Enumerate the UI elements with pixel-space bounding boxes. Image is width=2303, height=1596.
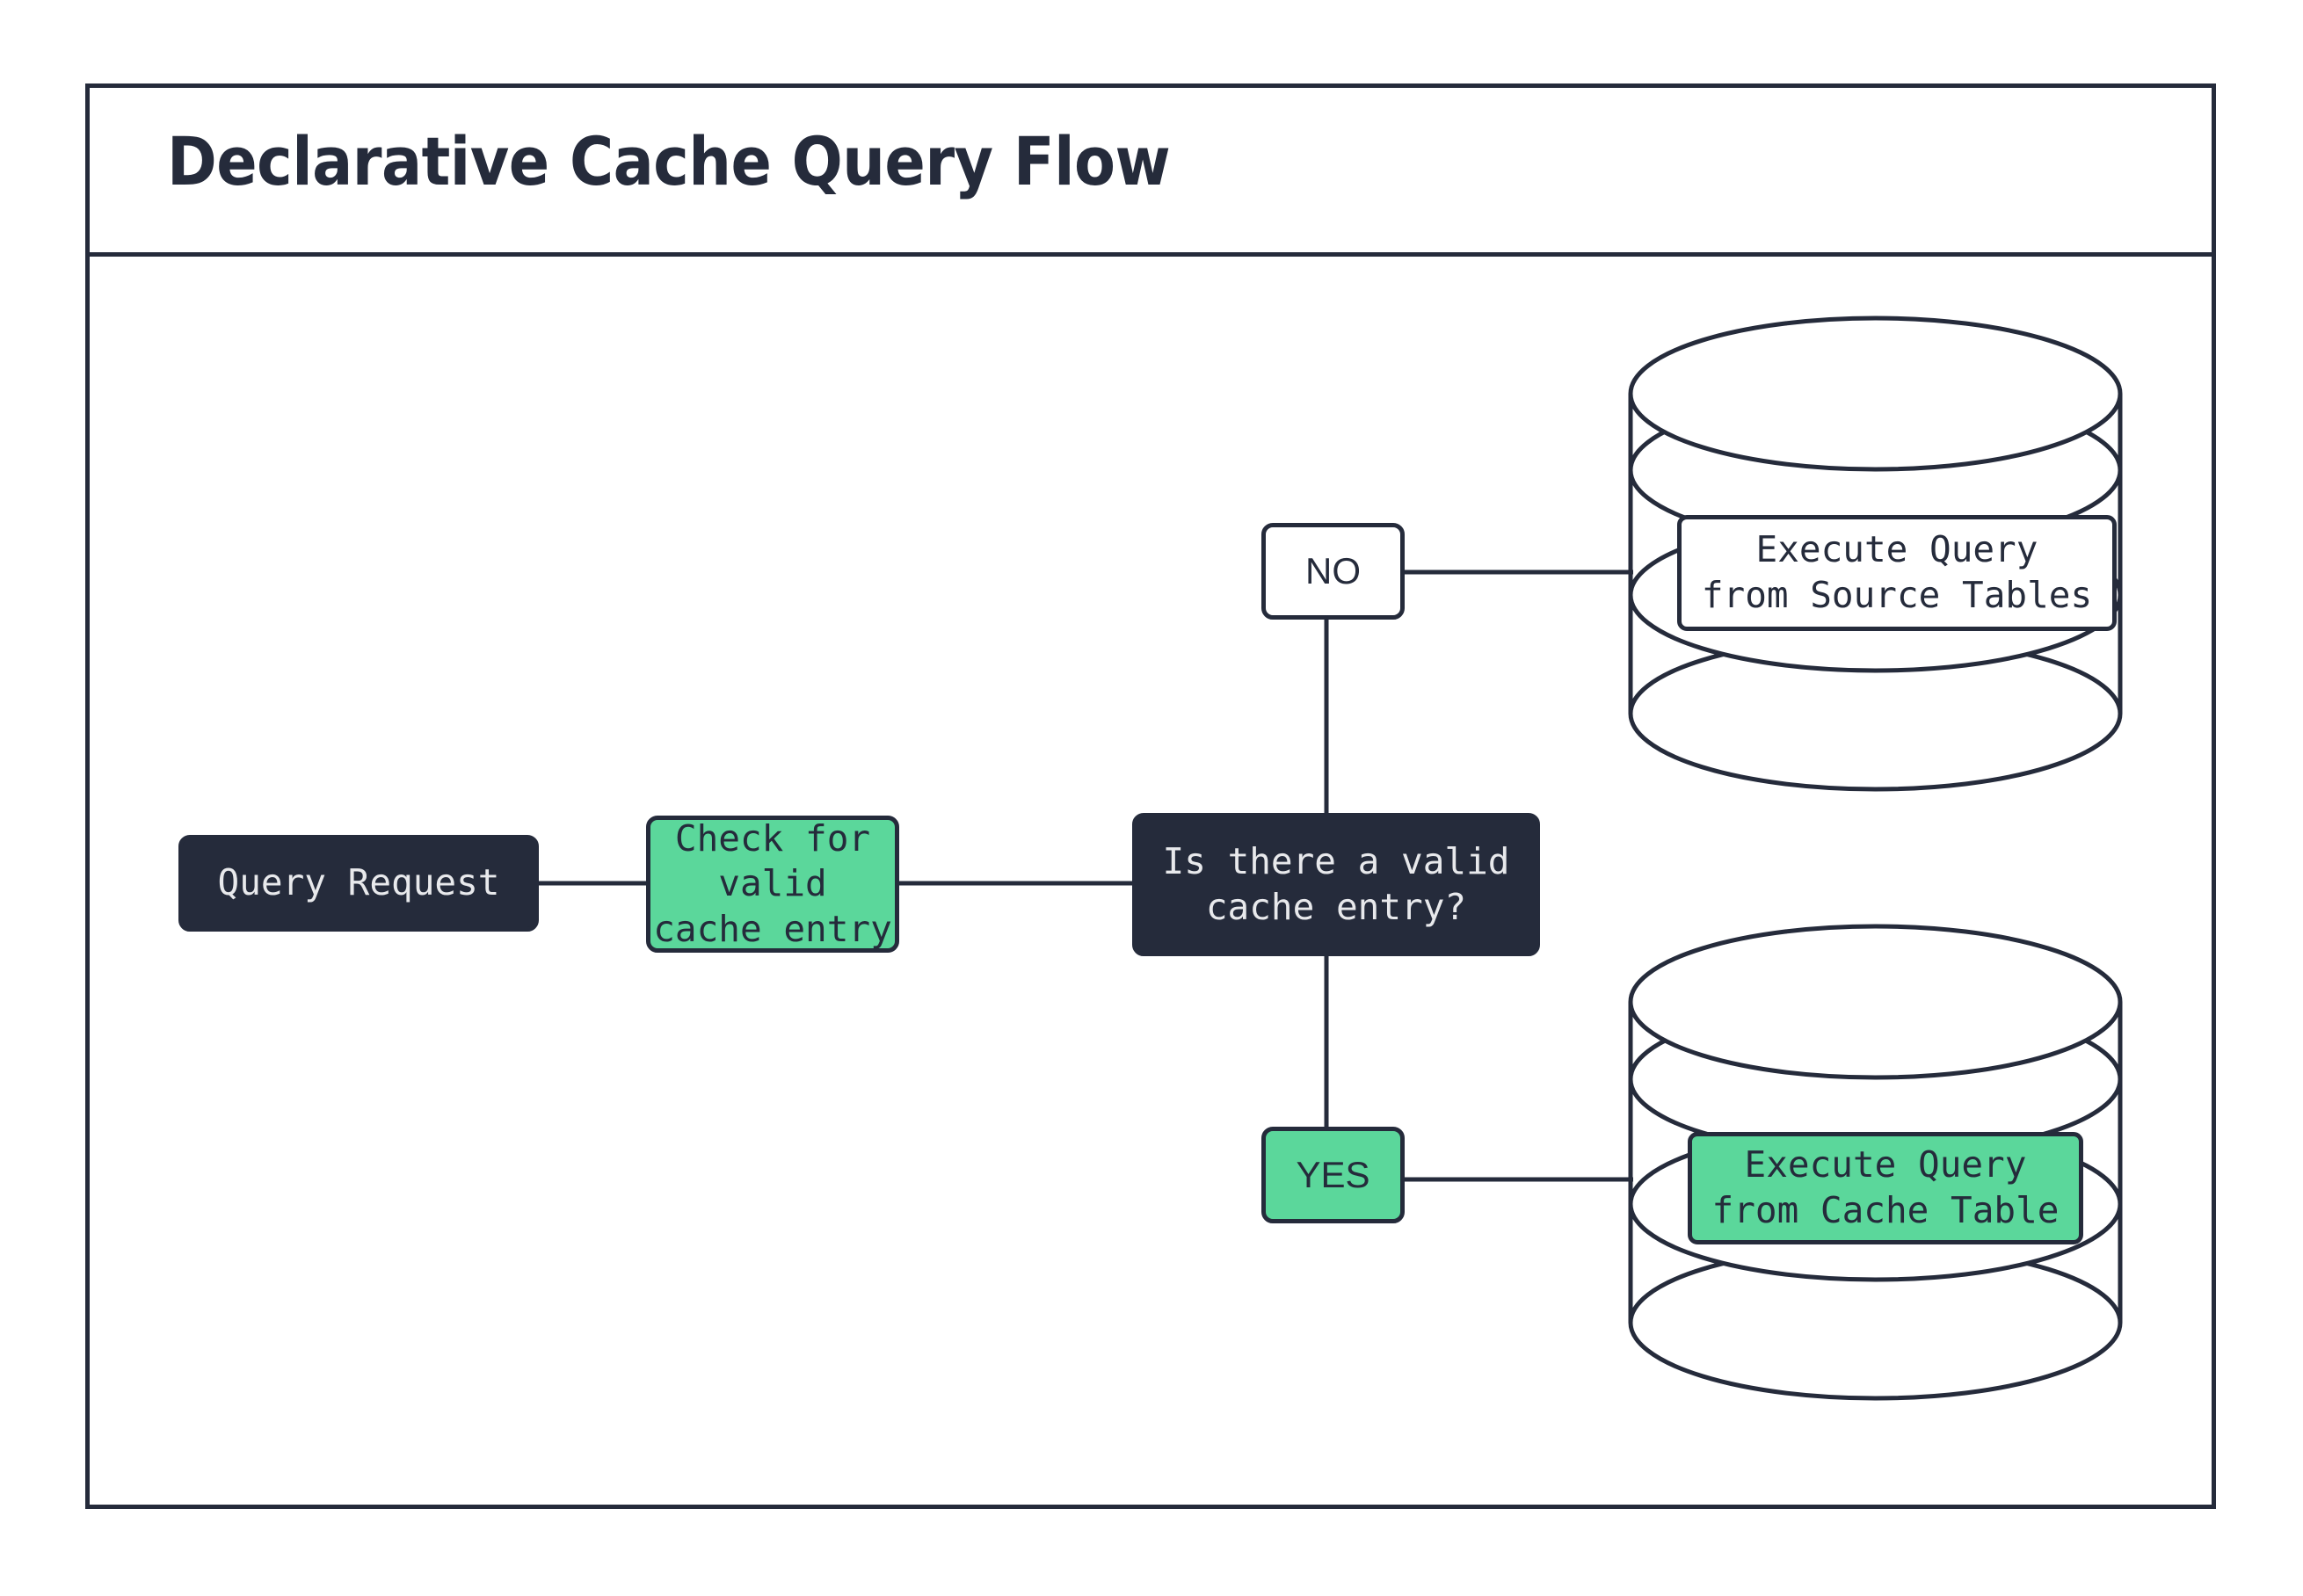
node-execute-query-from-source-tables[interactable]: Execute Query from Source Tables [1677, 515, 2117, 631]
node-decision-valid-cache-entry[interactable]: Is there a valid cache entry? [1132, 813, 1540, 956]
page-title: Declarative Cache Query Flow [167, 122, 1171, 200]
edge-label-no[interactable]: NO [1261, 523, 1405, 620]
node-check-for-valid-cache-entry[interactable]: Check for valid cache entry [646, 816, 899, 953]
node-query-request[interactable]: Query Request [178, 835, 539, 932]
edge-label-yes[interactable]: YES [1261, 1127, 1405, 1223]
node-execute-query-from-cache-table[interactable]: Execute Query from Cache Table [1688, 1132, 2083, 1244]
